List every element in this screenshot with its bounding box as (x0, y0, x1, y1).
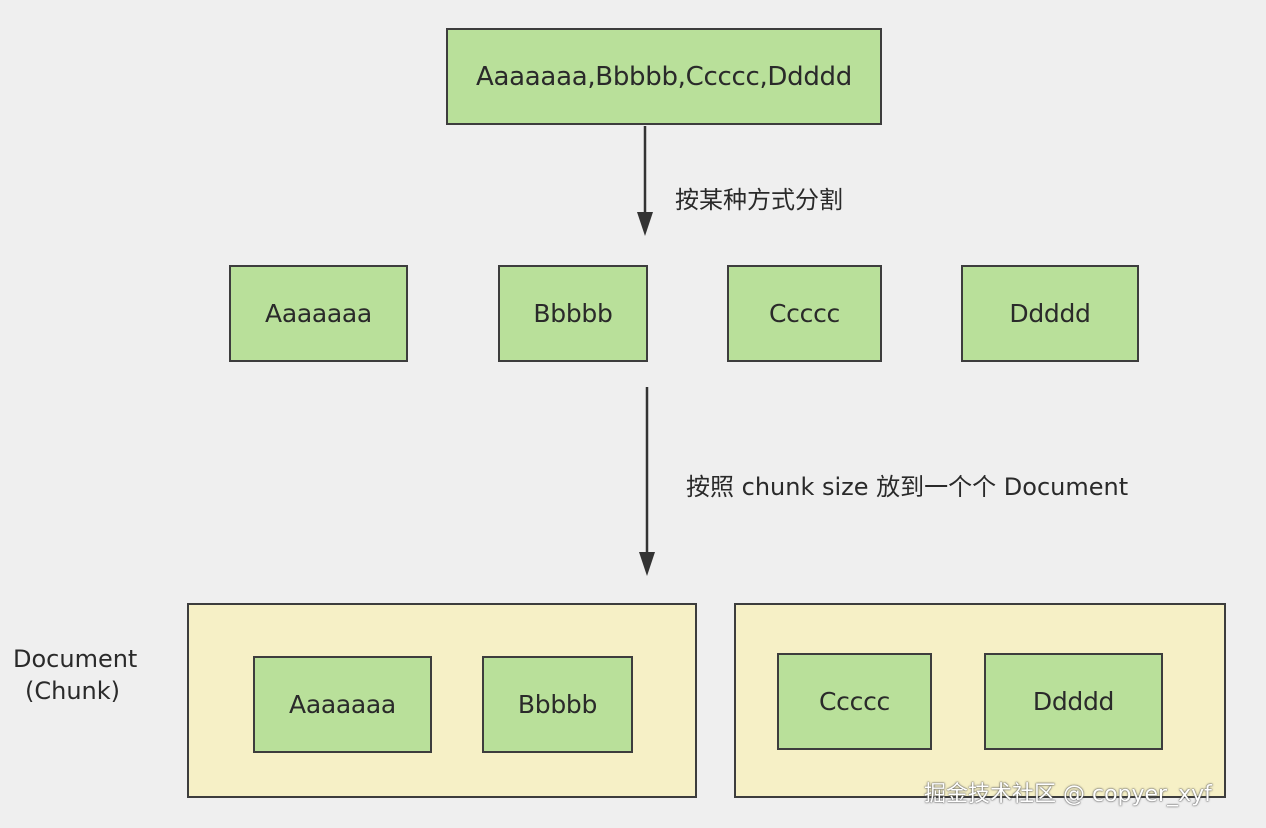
source-text-box: Aaaaaaa,Bbbbb,Ccccc,Ddddd (446, 28, 882, 125)
piece-text: Aaaaaaa (265, 299, 372, 328)
document-label-line1: Document (13, 645, 138, 673)
piece-box-3: Ccccc (727, 265, 882, 362)
document-label-line2: (Chunk) (25, 677, 121, 705)
piece-box-2: Bbbbb (498, 265, 648, 362)
document-1-chunk-2: Bbbbb (482, 656, 633, 753)
chunk-text: Ddddd (1032, 687, 1115, 716)
chunk-text: Aaaaaaa (289, 690, 396, 719)
piece-text: Bbbbb (533, 299, 613, 328)
document-1-chunk-1: Aaaaaaa (253, 656, 432, 753)
piece-text: Ccccc (769, 299, 840, 328)
split-step-label: 按某种方式分割 (675, 186, 843, 214)
split-arrow (637, 126, 653, 236)
piece-box-1: Aaaaaaa (229, 265, 408, 362)
watermark: 掘金技术社区 @ copyer_xyf (924, 782, 1212, 807)
chunk-text: Bbbbb (517, 690, 598, 719)
source-text: Aaaaaaa,Bbbbb,Ccccc,Ddddd (476, 61, 852, 92)
chunk-text: Ccccc (819, 687, 890, 716)
piece-text: Ddddd (1009, 299, 1091, 328)
document-label: Document (Chunk) (13, 643, 137, 707)
piece-box-4: Ddddd (961, 265, 1139, 362)
document-2-chunk-1: Ccccc (777, 653, 932, 750)
document-2-chunk-2: Ddddd (984, 653, 1163, 750)
chunk-arrow (639, 387, 655, 576)
chunk-step-label: 按照 chunk size 放到一个个 Document (686, 473, 1129, 501)
